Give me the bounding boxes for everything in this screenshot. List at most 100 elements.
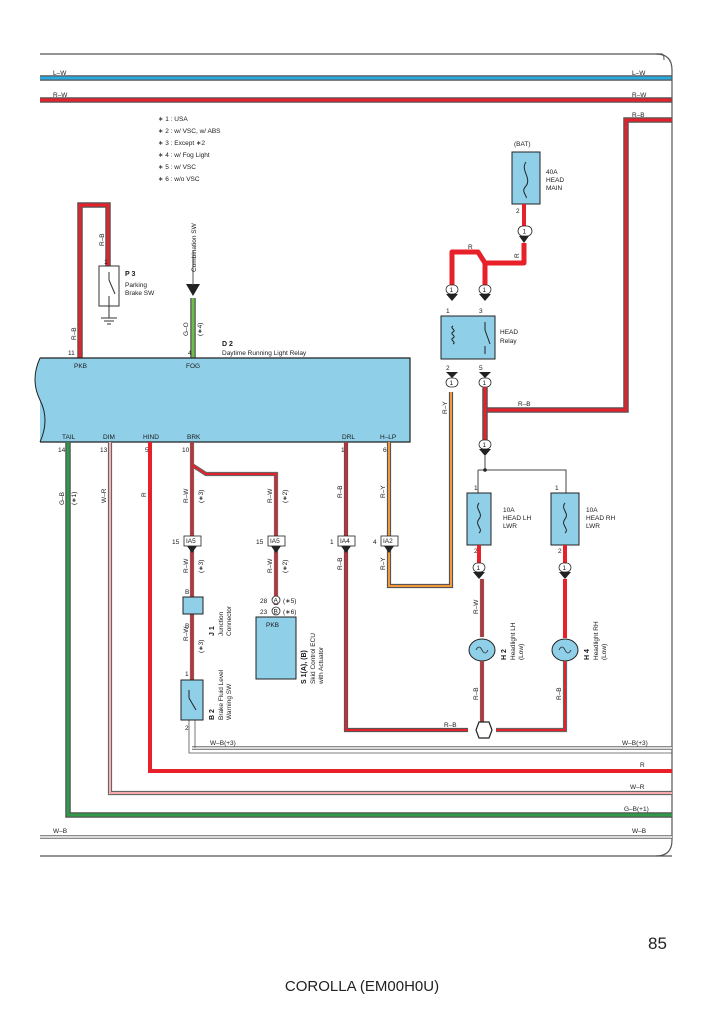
hl-rh-name1: Headlight RH: [593, 621, 600, 660]
relay-label-hind: HIND: [143, 434, 159, 441]
fuse-rh-pin2: 2: [558, 548, 562, 555]
fuse-lh-conn: 1: [477, 565, 481, 572]
relay-label-brk: BRK: [187, 434, 201, 441]
ecu-note-b: (∗6): [283, 609, 296, 616]
relay-d2-id: D 2: [222, 341, 233, 348]
relay-label-pkb: PKB: [74, 363, 87, 370]
hr-conn-bl: 1: [450, 380, 454, 387]
relay-pin-4: 4: [188, 350, 192, 357]
relay-pin-5: 5: [145, 447, 149, 454]
brk-wire-b: R–W: [267, 488, 274, 503]
bf-wire: R–W: [183, 626, 190, 641]
relay-label-drl: DRL: [342, 434, 355, 441]
note-2: ∗ 2 : w/ VSC, w/ ABS: [158, 128, 221, 135]
bf-pin2: 2: [185, 725, 189, 732]
hl-lh-name1: Headlight LH: [510, 622, 517, 660]
wire-hind-label: R: [141, 492, 148, 497]
main-fuse-conn: 1: [523, 229, 527, 236]
relay-label-dim: DIM: [103, 434, 115, 441]
pb-wire-top: R–B: [99, 233, 106, 246]
rb-riser-label: R–B: [632, 112, 645, 119]
notes-list: ∗ 1 : USA ∗ 2 : w/ VSC, w/ ABS ∗ 3 : Exc…: [158, 116, 221, 183]
bus-wb-left: W–B: [53, 828, 67, 835]
ia4-pin: 1: [330, 539, 334, 546]
fuse-rh-name1: HEAD RH: [586, 515, 616, 522]
fuse-lh-rating: 10A: [503, 507, 515, 514]
combination-sw-wire: G–O: [183, 322, 190, 336]
hl-rh-name2: (Low): [601, 644, 608, 660]
ia5b-pin: 15: [256, 539, 264, 546]
relay-d2-name: Daytime Running Light Relay: [222, 350, 307, 357]
main-fuse-rating: 40A: [546, 169, 558, 176]
bus-gb-right: G–B(+1): [624, 806, 649, 813]
combination-switch-wire: Combination SW G–O (∗4): [183, 222, 204, 358]
relay-ry-label: R–Y: [442, 401, 449, 414]
wire-tail-note: (∗1): [71, 492, 78, 505]
drl-hlp-wires: IA4 1 IA2 4 R–B R–B R–Y R–Y R–Y R–B: [330, 392, 468, 733]
fuse-lh-pin1: 1: [474, 485, 478, 492]
bf-name2: Warning SW: [226, 683, 233, 720]
ecu-note-a: (∗5): [283, 598, 296, 605]
ia5a-label: IA5: [186, 538, 196, 545]
ecu-name1: Skid Control ECU: [310, 633, 317, 684]
hlp-wire-b: R–Y: [380, 557, 387, 570]
top-bus: L–W L–W R–W R–W: [40, 53, 673, 840]
hl-lh-id: H 2: [501, 649, 508, 660]
relay-label-tail: TAIL: [62, 434, 76, 441]
parking-brake-switch: 1 P 3 Parking Brake SW R–B R–B: [71, 202, 155, 358]
main-fuse-pin: 2: [516, 208, 520, 215]
hr-conn-br: 1: [483, 380, 487, 387]
fuse-rh-conn: 1: [563, 565, 567, 572]
rb-riser: R–B R–B: [486, 112, 672, 413]
ecu-pin-28: 28: [260, 598, 268, 605]
fuse-lh-name2: LWR: [503, 523, 517, 530]
brk-wire-c: R–W: [183, 558, 190, 573]
hr-pin-1: 1: [446, 308, 450, 315]
fuse-rh-name2: LWR: [586, 523, 600, 530]
ecu-name2: with Actuator: [318, 646, 325, 685]
relay-pin-10: 10: [182, 447, 190, 454]
j1-pin-top: B: [185, 589, 189, 596]
relay-label-hlp: H–LP: [380, 434, 396, 441]
bus-wb3-left: W–B(+3): [210, 740, 236, 747]
battery-main-fuse: (BAT) 40A HEAD MAIN 2 1 R R: [449, 141, 564, 285]
j1-name2: Connector: [226, 605, 233, 636]
hl-lh-wire: R–W: [473, 599, 480, 614]
j1-id: J 1: [209, 626, 216, 636]
hr-pin-3: 3: [479, 308, 483, 315]
brk-wire-a: R–W: [183, 488, 190, 503]
ia5a-pin: 15: [172, 539, 180, 546]
fuse-lh-name1: HEAD LH: [503, 515, 531, 522]
left-wires: G–B (∗1) W–R R: [59, 442, 672, 818]
hl-lh-gnd: R–B: [473, 687, 480, 700]
ecu-conn-a: A: [274, 598, 279, 605]
ecu-id: S 1(A), (B): [301, 650, 308, 684]
ecu-conn-b: B: [274, 609, 278, 616]
hr-name2: Relay: [500, 338, 517, 345]
rb-relay-label: R–B: [518, 401, 531, 408]
wire-tail-label: G–B: [59, 492, 66, 505]
wire-dim-label: W–R: [101, 488, 108, 503]
main-fuse-name1: HEAD: [546, 177, 564, 184]
ia2-pin: 4: [373, 539, 377, 546]
page-number: 85: [648, 934, 667, 953]
hl-rh-id: H 4: [584, 649, 591, 660]
ia2-label: IA2: [383, 538, 393, 545]
drl-wire-a: R–B: [337, 485, 344, 498]
hr-pin-5: 5: [479, 365, 483, 372]
bus-wb3-right: W–B(+3): [622, 740, 648, 747]
hl-rh-gnd: R–B: [556, 687, 563, 700]
combination-sw-note: (∗4): [197, 323, 204, 336]
brk-wire-d: R–W: [267, 558, 274, 573]
bf-name1: Brake Fluid Level: [218, 669, 225, 720]
drl-wire-b: R–B: [337, 557, 344, 570]
hr-conn-tl: 1: [450, 287, 454, 294]
bat-wire-r2: R: [514, 253, 521, 258]
hr-conn-mid: 1: [483, 442, 487, 449]
bus-wr-right: W–R: [630, 784, 645, 791]
relay-pin-13: 13: [100, 447, 108, 454]
relay-pin-1: 1: [341, 447, 345, 454]
relay-pin-14: 14: [58, 447, 66, 454]
ia5b-label: IA5: [270, 538, 280, 545]
